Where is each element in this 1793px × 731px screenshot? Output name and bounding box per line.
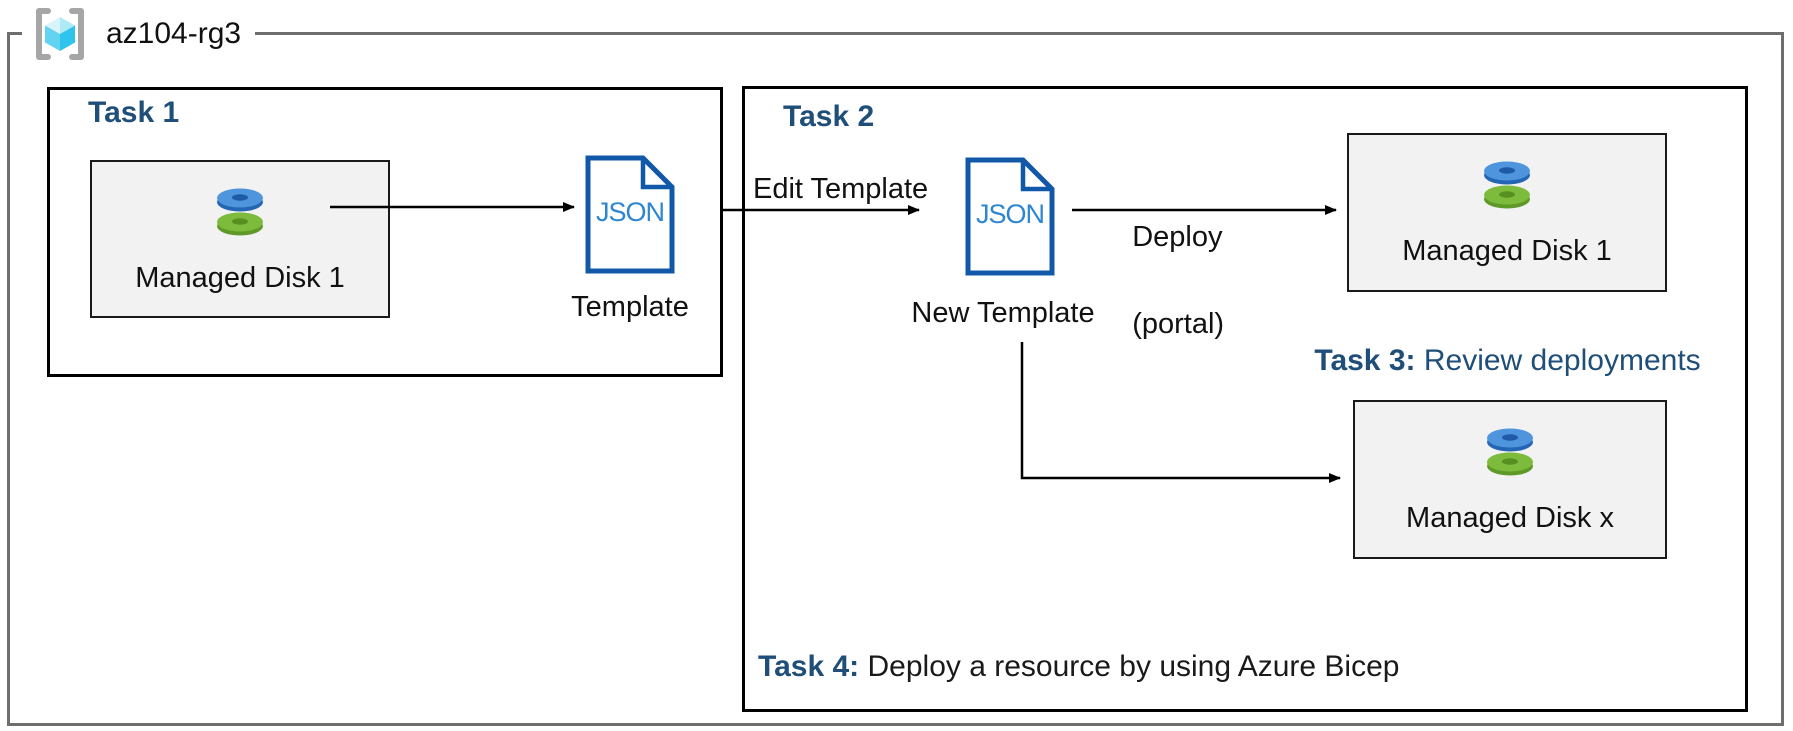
resource-group-icon bbox=[36, 8, 84, 60]
task2-managed-disk1-card: Managed Disk 1 bbox=[1347, 133, 1667, 292]
task2-heading: Task 2 bbox=[783, 100, 875, 133]
new-template-label: New Template bbox=[911, 297, 1095, 329]
resource-group-box bbox=[7, 32, 1784, 726]
task3-text: Review deployments bbox=[1415, 344, 1701, 377]
json-icon-text: JSON bbox=[975, 199, 1045, 229]
task4-line: Task 4: Deploy a resource by using Azure… bbox=[758, 648, 1399, 686]
managed-disk-label: Managed Disk x bbox=[1406, 502, 1614, 534]
task2-box bbox=[742, 86, 1748, 712]
template-label: Template bbox=[571, 291, 689, 323]
task1-managed-disk-card: Managed Disk 1 bbox=[90, 160, 390, 318]
managed-disk-label: Managed Disk 1 bbox=[135, 261, 345, 294]
template-json-icon: JSON bbox=[583, 153, 677, 276]
resource-group-legend: az104-rg3 bbox=[22, 2, 256, 66]
deploy-label-line2: (portal) bbox=[1132, 307, 1225, 340]
task2-managed-diskx-card: Managed Disk x bbox=[1353, 400, 1667, 559]
managed-disk-icon bbox=[1484, 161, 1530, 209]
edit-template-label: Edit Template bbox=[753, 173, 929, 205]
managed-disk-icon bbox=[1487, 428, 1533, 476]
new-template-json-icon: JSON bbox=[963, 155, 1057, 278]
task1-box bbox=[47, 87, 723, 377]
json-file-icon bbox=[965, 157, 1055, 276]
task3-line: Task 3: Review deployments bbox=[1281, 310, 1701, 412]
task3-label: Task 3: bbox=[1314, 344, 1416, 377]
json-icon-text: JSON bbox=[595, 197, 665, 227]
resource-group-name: az104-rg3 bbox=[106, 17, 242, 50]
json-file-icon bbox=[585, 155, 675, 274]
managed-disk-icon bbox=[217, 188, 263, 235]
deploy-label-line1: Deploy bbox=[1132, 220, 1223, 253]
deploy-portal-label: Deploy (portal) bbox=[1100, 172, 1224, 390]
managed-disk-label: Managed Disk 1 bbox=[1402, 235, 1612, 267]
task1-heading: Task 1 bbox=[88, 96, 180, 129]
task4-text: Deploy a resource by using Azure Bicep bbox=[859, 650, 1400, 683]
task-list: Task 4: Deploy a resource by using Azure… bbox=[758, 572, 1399, 731]
task4-label: Task 4: bbox=[758, 650, 860, 683]
